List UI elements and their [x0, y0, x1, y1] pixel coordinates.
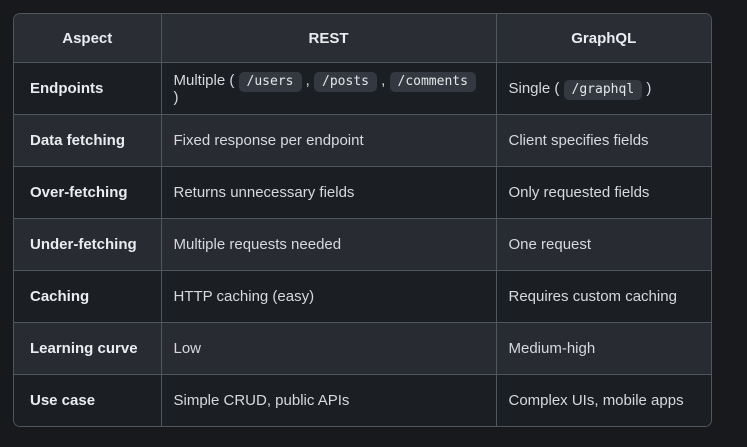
cell-graphql: Medium-high [495, 322, 711, 375]
aspect-label: Endpoints [14, 62, 161, 115]
cell-graphql: Complex UIs, mobile apps [495, 374, 711, 426]
cell-text: , [381, 71, 386, 89]
table-row-use-case: Use case Simple CRUD, public APIs Comple… [14, 374, 711, 426]
cell-text: Multiple ( [173, 71, 235, 89]
code-chip: /comments [389, 71, 476, 92]
cell-rest: Returns unnecessary fields [160, 166, 496, 219]
table-row-data-fetching: Data fetching Fixed response per endpoin… [14, 114, 711, 167]
aspect-label: Caching [14, 270, 161, 323]
code-chip: /graphql [563, 80, 643, 100]
cell-rest: Multiple requests needed [160, 218, 496, 271]
code-chip: /users [238, 71, 302, 92]
header-row: Aspect REST GraphQL [14, 14, 711, 63]
cell-graphql: Client specifies fields [495, 114, 711, 167]
column-header-rest: REST [160, 14, 496, 63]
rest-vs-graphql-comparison-table: Aspect REST GraphQL Endpoints Multiple (… [13, 13, 712, 427]
cell-graphql: One request [495, 218, 711, 271]
cell-graphql: Only requested fields [495, 166, 711, 219]
aspect-label: Under-fetching [14, 218, 161, 271]
comparison-table: Aspect REST GraphQL Endpoints Multiple (… [14, 14, 711, 426]
cell-text: Single ( [508, 80, 560, 97]
aspect-label: Use case [30, 392, 96, 409]
cell-text: ) [173, 88, 179, 106]
table-row-endpoints: Endpoints Multiple ( /users , /posts , /… [14, 62, 711, 115]
cell-rest-endpoints: Multiple ( /users , /posts , /comments ) [160, 62, 496, 115]
column-header-aspect: Aspect [14, 14, 161, 63]
cell-graphql-endpoints: Single ( /graphql ) [495, 62, 711, 115]
cell-rest: Low [160, 322, 496, 375]
cell-rest: Fixed response per endpoint [160, 114, 496, 167]
table-row-learning-curve: Learning curve Low Medium-high [14, 322, 711, 375]
cell-rest: HTTP caching (easy) [160, 270, 496, 323]
table-row-caching: Caching HTTP caching (easy) Requires cus… [14, 270, 711, 323]
aspect-label: Learning curve [14, 322, 161, 375]
aspect-label: Data fetching [14, 114, 161, 167]
cell-rest: Simple CRUD, public APIs [160, 374, 496, 426]
cell-text: ) [646, 80, 652, 97]
code-chip: /posts [314, 71, 377, 92]
cell-text: , [305, 71, 310, 89]
table-row-under-fetching: Under-fetching Multiple requests needed … [14, 218, 711, 271]
cell-graphql: Requires custom caching [495, 270, 711, 323]
aspect-label: Over-fetching [14, 166, 161, 219]
table-row-over-fetching: Over-fetching Returns unnecessary fields… [14, 166, 711, 219]
column-header-graphql: GraphQL [495, 14, 711, 63]
